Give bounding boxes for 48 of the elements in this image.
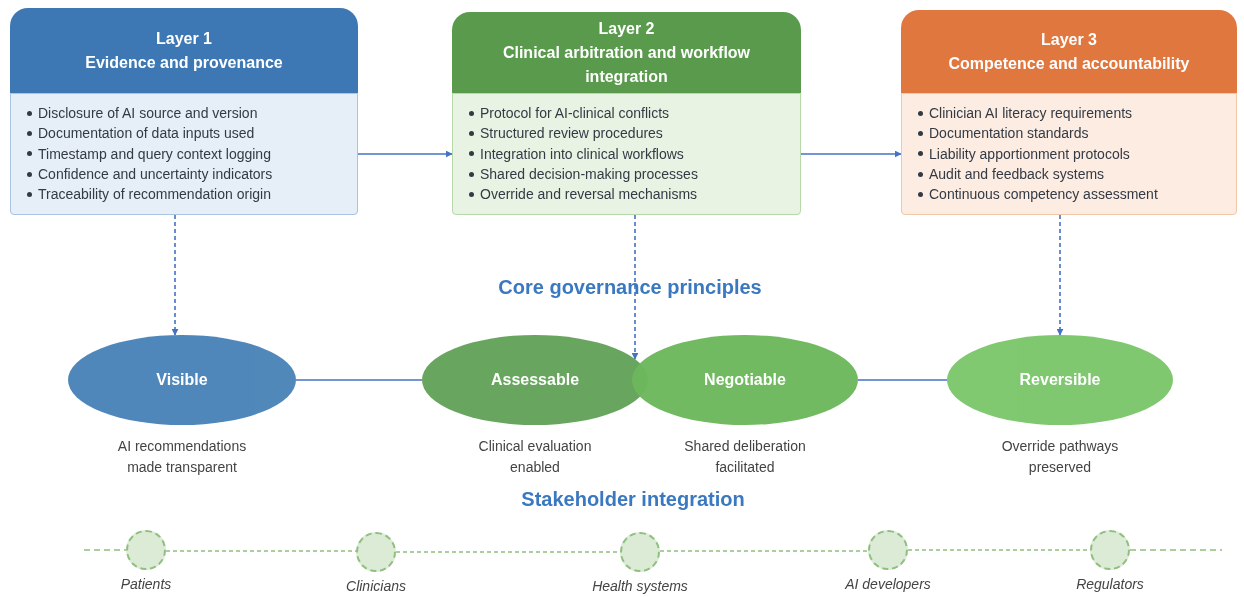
principle-ellipse: Reversible [947,335,1173,425]
bullet-text: Timestamp and query context logging [38,144,271,164]
stakeholder-circle [620,532,660,572]
caption-text: Shared deliberation facilitated [683,437,807,477]
layer-title: Evidence and provenance [85,52,283,73]
principle-ellipse: Visible [68,335,296,425]
arrow [1056,214,1064,336]
connector-line [857,379,948,381]
stakeholder-circle [868,530,908,570]
bullet-text: Protocol for AI-clinical conflicts [480,104,670,123]
arrow [800,150,902,158]
arrow [357,150,453,158]
stakeholder-circle [126,530,166,570]
stakeholder-label: Clinicians [346,578,406,594]
section-heading: Core governance principles [498,276,762,299]
bullet-text: Disclosure of AI source and version [38,104,258,123]
section-heading: Stakeholder integration [521,488,745,511]
bullet-text: Integration into clinical workflows [480,144,684,164]
caption-text: AI recommendations made transparent [116,437,248,477]
stakeholder-label: Regulators [1076,576,1144,592]
bullet-text: Shared decision-making processes [480,164,698,184]
layer-number: Layer 3 [1040,29,1097,50]
layer-title: Competence and accountability [948,53,1190,74]
principle-ellipse: Negotiable [632,335,858,425]
connector-line [659,550,869,552]
layer-number: Layer 2 [598,18,655,39]
bullet-text: Documentation standards [929,124,1089,144]
bullet-text: Traceability of recommendation origin [38,185,271,205]
stakeholder-label: Health systems [592,578,688,594]
stakeholder-label: AI developers [845,576,931,592]
arrow [631,214,639,360]
caption-text: Clinical evaluation enabled [477,437,593,477]
bullet-text: Override and reversal mechanisms [480,185,698,205]
bullet-text: Clinician AI literacy requirements [929,104,1133,123]
stakeholder-circle [356,532,396,572]
bullet-text: Documentation of data inputs used [38,124,255,144]
layer-number: Layer 1 [155,28,212,49]
bullet-text: Liability apportionment protocols [929,144,1130,164]
connector-line [295,379,423,381]
caption-text: Override pathways preserved [1000,437,1120,477]
arrow [171,214,179,336]
stakeholder-label: Patients [120,576,172,592]
bullet-text: Structured review procedures [480,124,663,144]
layer-title: Clinical arbitration and workflow integration [501,42,752,87]
bullet-text: Continuous competency assessment [929,185,1158,205]
stakeholder-circle [1090,530,1130,570]
bullet-text: Confidence and uncertainty indicators [38,164,273,184]
bullet-text: Audit and feedback systems [929,164,1105,184]
